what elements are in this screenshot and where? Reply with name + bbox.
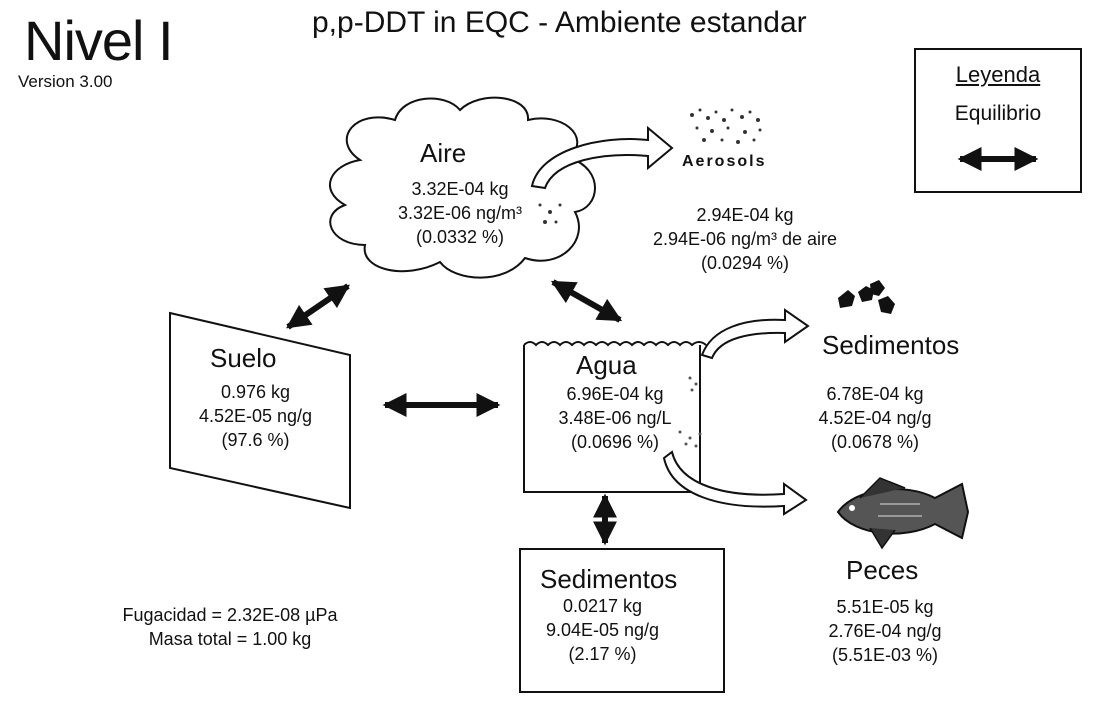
air-label: Aire: [420, 138, 467, 168]
summary-block: Fugacidad = 2.32E-08 µPa Masa total = 1.…: [80, 603, 380, 651]
suspended-sediments-label: Sedimentos: [822, 330, 960, 360]
water-surface: [523, 341, 707, 347]
sediment-percent: (2.17 %): [568, 644, 637, 664]
soil-label: Suelo: [210, 343, 277, 373]
fish-percent: (5.51E-03 %): [831, 645, 939, 665]
suspended-sediments-mass: 6.78E-04 kg: [826, 384, 924, 404]
water-particles-icon: [678, 376, 702, 448]
aerosols-values: 2.94E-04 kg 2.94E-06 ng/m³ de aire (0.02…: [600, 203, 890, 275]
fish-values: 5.51E-05 kg 2.76E-04 ng/g (5.51E-03 %): [800, 595, 970, 667]
air-to-aerosols-arrow: [530, 125, 674, 190]
sediment-values: 0.0217 kg 9.04E-05 ng/g (2.17 %): [520, 594, 685, 666]
suspended-sediments-values: 6.78E-04 kg 4.52E-04 ng/g (0.0678 %): [790, 382, 960, 454]
aerosols-percent: (0.0294 %): [700, 253, 790, 273]
legend-box: Leyenda Equilibrio: [914, 48, 1082, 193]
soil-mass: 0.976 kg: [220, 382, 291, 402]
aerosol-particles-icon: [538, 108, 762, 224]
fish-concentration: 2.76E-04 ng/g: [828, 621, 942, 641]
total-mass-value: Masa total = 1.00 kg: [148, 629, 312, 649]
version-label: Version 3.00: [18, 72, 113, 91]
sediment-label: Sedimentos: [540, 564, 678, 594]
legend-equilibrium-label: Equilibrio: [954, 102, 1042, 125]
suspended-sediments-concentration: 4.52E-04 ng/g: [818, 408, 932, 428]
soil-percent: (97.6 %): [221, 430, 290, 450]
water-label: Agua: [576, 350, 637, 380]
fugacity-value: Fugacidad = 2.32E-08 µPa: [122, 605, 338, 625]
fish-icon: [836, 477, 970, 550]
fish-label: Peces: [846, 555, 919, 585]
suspended-sediments-percent: (0.0678 %): [830, 432, 920, 452]
fish-mass: 5.51E-05 kg: [836, 597, 934, 617]
water-to-suspended-sediments-arrow: [700, 308, 810, 360]
sediment-concentration: 9.04E-05 ng/g: [545, 620, 660, 640]
air-concentration: 3.32E-06 ng/m³: [397, 203, 523, 223]
air-water-equilibrium-arrow: [550, 279, 623, 323]
aerosols-mass: 2.94E-04 kg: [696, 205, 794, 225]
air-percent: (0.0332 %): [415, 227, 505, 247]
level-title: Nivel I: [24, 9, 174, 72]
water-percent: (0.0696 %): [570, 432, 660, 452]
diagram-title: p,p-DDT in EQC - Ambiente estandar: [312, 6, 807, 39]
water-to-fish-arrow: [662, 450, 808, 516]
air-cloud: [328, 96, 596, 279]
air-mass: 3.32E-04 kg: [411, 179, 509, 199]
water-values: 6.96E-04 kg 3.48E-06 ng/L (0.0696 %): [540, 382, 690, 454]
aerosols-concentration: 2.94E-06 ng/m³ de aire: [652, 229, 838, 249]
sediment-box: [519, 548, 725, 693]
legend-title: Leyenda: [955, 62, 1041, 87]
aerosols-label: Aerosols: [682, 153, 767, 170]
soil-box: [169, 311, 351, 510]
water-mass: 6.96E-04 kg: [566, 384, 664, 404]
air-soil-equilibrium-arrow: [286, 283, 350, 330]
sediment-mass: 0.0217 kg: [562, 596, 643, 616]
air-values: 3.32E-04 kg 3.32E-06 ng/m³ (0.0332 %): [360, 177, 560, 249]
water-box: [523, 345, 701, 493]
sediment-particles-icon: [838, 280, 895, 314]
soil-concentration: 4.52E-05 ng/g: [198, 406, 313, 426]
soil-values: 0.976 kg 4.52E-05 ng/g (97.6 %): [168, 380, 343, 452]
water-concentration: 3.48E-06 ng/L: [558, 408, 672, 428]
